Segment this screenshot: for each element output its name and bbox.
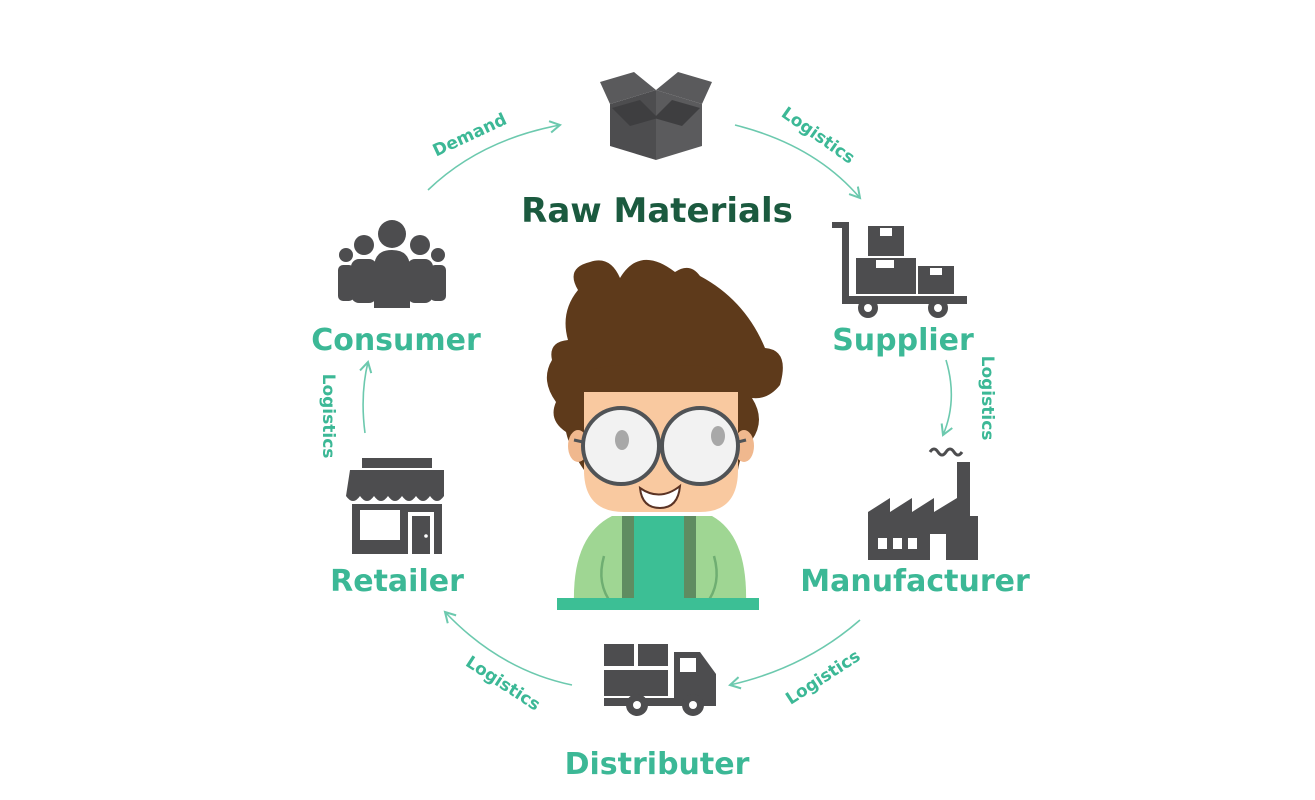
edge-label-logistics: Logistics bbox=[462, 652, 544, 715]
edge-label-logistics: Logistics bbox=[777, 103, 858, 168]
factory-icon bbox=[868, 447, 978, 560]
storefront-icon bbox=[346, 458, 444, 554]
glasses bbox=[573, 406, 747, 486]
node-label-retailer: Retailer bbox=[330, 564, 464, 599]
edge-label-logistics: Logistics bbox=[782, 646, 864, 709]
arrow-raw-materials-to-supplier bbox=[734, 124, 862, 200]
edge-label-demand: Demand bbox=[430, 110, 510, 162]
arrow-consumer-to-raw-materials bbox=[427, 120, 562, 191]
hand-truck-icon bbox=[832, 222, 967, 318]
people-group-icon bbox=[338, 220, 446, 308]
node-label-manufacturer: Manufacturer bbox=[800, 564, 1030, 599]
arrow-manufacturer-to-distributer bbox=[728, 619, 861, 690]
edge-label-logistics: Logistics bbox=[318, 374, 338, 459]
node-label-supplier: Supplier bbox=[832, 323, 974, 358]
arrow-supplier-to-manufacturer bbox=[940, 359, 953, 437]
edge-label-logistics: Logistics bbox=[977, 356, 997, 441]
arrow-retailer-to-consumer bbox=[359, 360, 373, 434]
character-base bbox=[557, 598, 759, 610]
delivery-truck-icon bbox=[604, 644, 716, 716]
cartoon-character bbox=[546, 259, 783, 610]
node-label-distributer: Distributer bbox=[565, 747, 750, 782]
node-label-raw-materials: Raw Materials bbox=[521, 191, 793, 231]
open-box-icon bbox=[600, 72, 712, 160]
arrow-distributer-to-retailer bbox=[443, 610, 573, 686]
node-label-consumer: Consumer bbox=[311, 323, 481, 358]
smile bbox=[638, 483, 682, 510]
